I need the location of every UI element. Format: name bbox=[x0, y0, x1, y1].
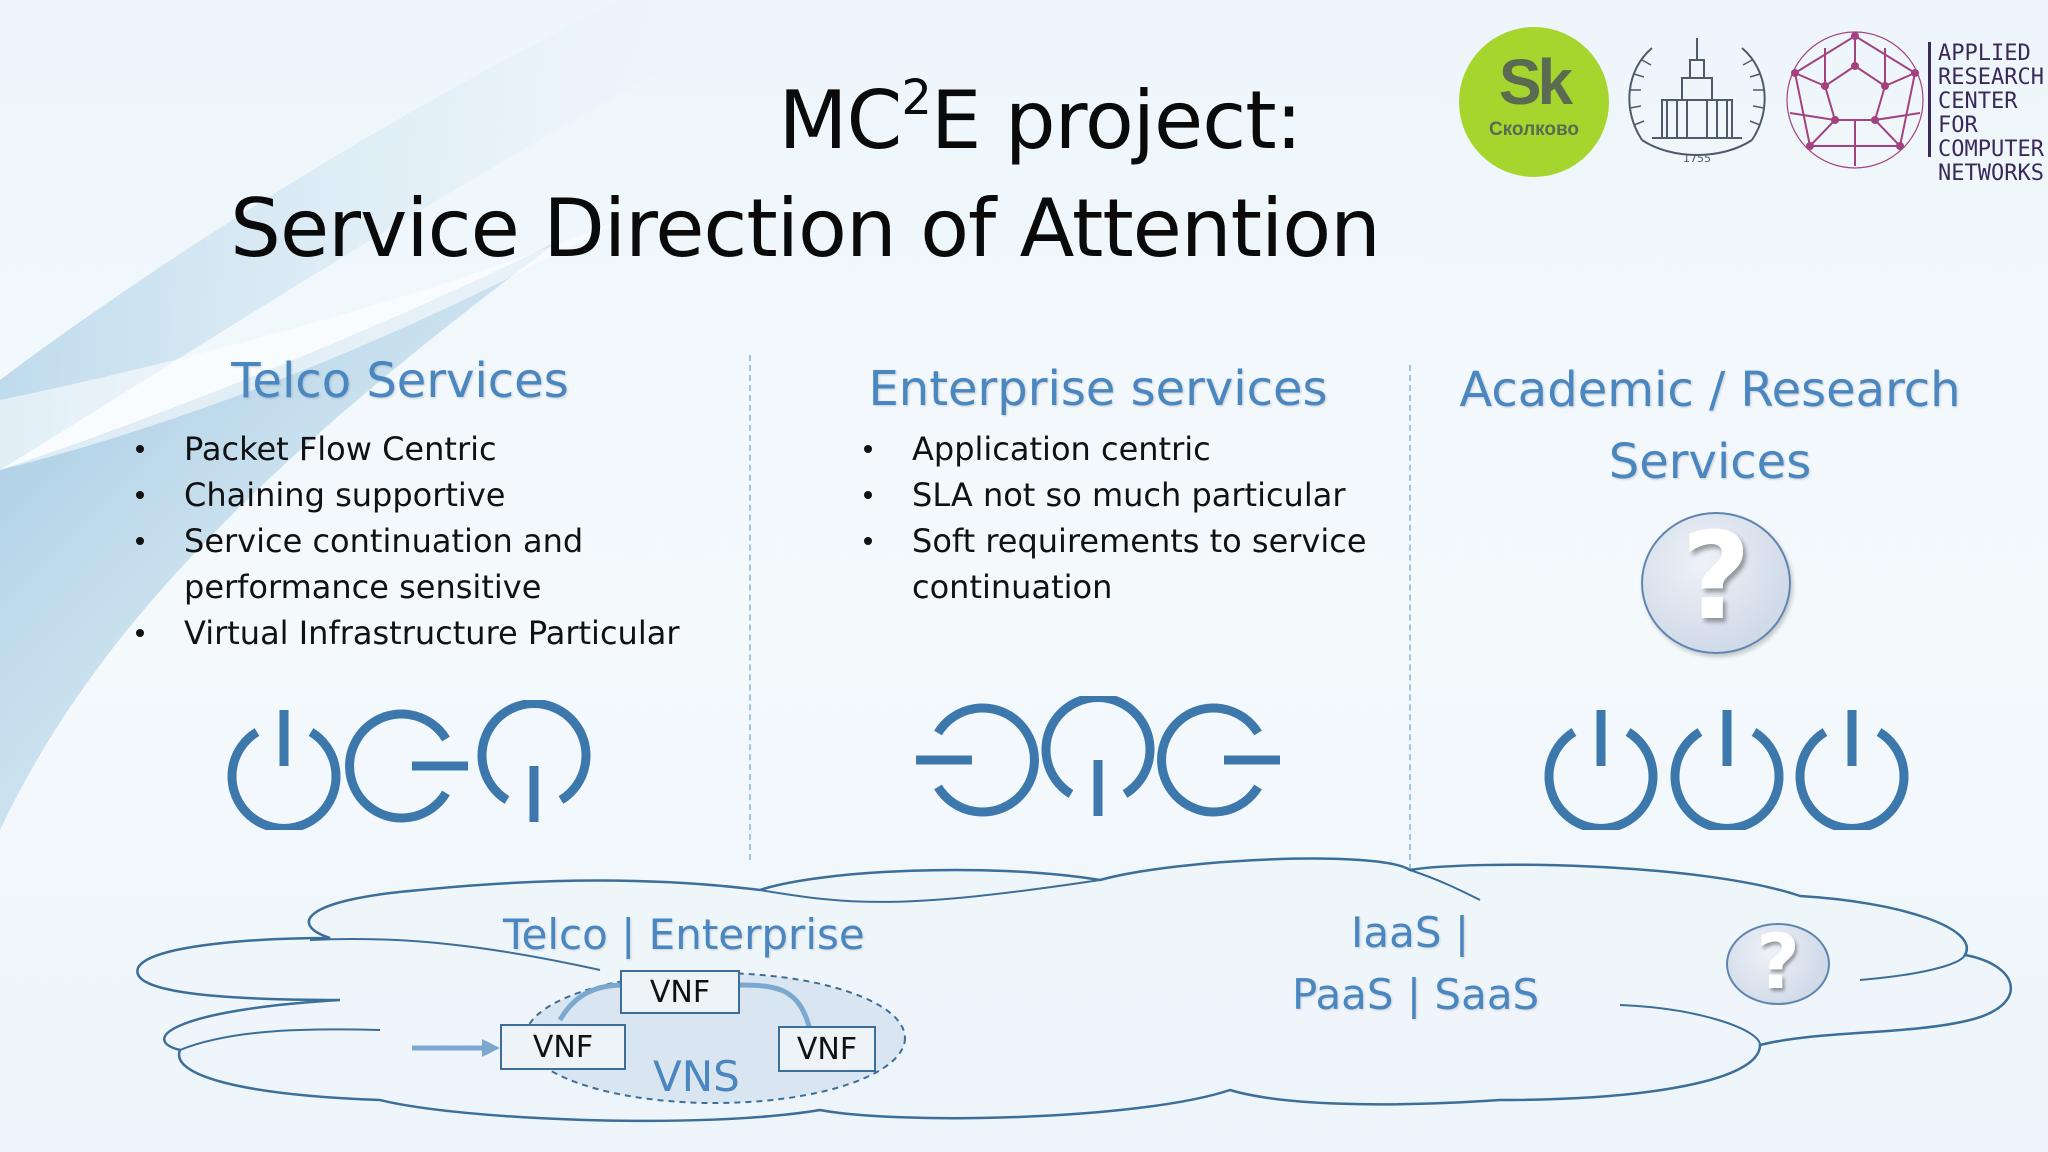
vnf-box-right: VNF bbox=[778, 1026, 876, 1072]
power-icon bbox=[1670, 710, 1784, 830]
academic-heading: Academic / Research Services bbox=[1440, 354, 1980, 498]
telco-icon-row bbox=[227, 700, 591, 830]
arccn-logo-line: COMPUTER bbox=[1938, 137, 2044, 162]
enterprise-bullet: Application centric bbox=[864, 426, 1384, 472]
telco-enterprise-label: Telco | Enterprise bbox=[503, 910, 865, 959]
service-models-label-line-2: PaaS | SaaS bbox=[1292, 970, 1540, 1019]
title-prefix: MC bbox=[778, 74, 902, 167]
title-suffix: E project: bbox=[930, 74, 1303, 167]
cloud-question-badge: ? bbox=[1726, 917, 1830, 1006]
academic-heading-line-1: Academic / Research bbox=[1459, 362, 1961, 418]
service-models-label-line-1: IaaS | bbox=[1351, 908, 1470, 957]
academic-heading-line-2: Services bbox=[1608, 434, 1812, 490]
telco-bullet: Chaining supportive bbox=[136, 472, 736, 518]
enterprise-bullets: Application centric SLA not so much part… bbox=[864, 426, 1384, 610]
msu-emblem: 1755 bbox=[1628, 38, 1766, 165]
page-title-line-1: MC2E project: bbox=[0, 70, 2048, 167]
telco-bullet: Virtual Infrastructure Particular bbox=[136, 610, 736, 656]
power-icon bbox=[1795, 710, 1909, 830]
arccn-logo-line: NETWORKS bbox=[1938, 161, 2044, 186]
question-mark-icon: ? bbox=[1681, 508, 1751, 647]
column-divider-left bbox=[749, 355, 751, 860]
arccn-logo-divider bbox=[1928, 42, 1931, 157]
question-badge: ? bbox=[1641, 508, 1791, 654]
enterprise-icon-row bbox=[916, 696, 1280, 817]
telco-bullets: Packet Flow Centric Chaining supportive … bbox=[136, 426, 736, 656]
telco-bullet: Service continuation and performance sen… bbox=[136, 518, 654, 610]
title-superscript: 2 bbox=[901, 70, 932, 126]
vns-label: VNS bbox=[653, 1052, 740, 1101]
vnf-box-top: VNF bbox=[620, 970, 740, 1014]
skolkovo-logo-mark: Sk bbox=[1498, 46, 1573, 118]
vnf-box-left: VNF bbox=[500, 1024, 626, 1070]
power-icon-rotated-right bbox=[916, 703, 1039, 817]
question-mark-icon: ? bbox=[1755, 917, 1801, 1006]
skolkovo-logo: Sk Сколково bbox=[1459, 27, 1609, 177]
telco-heading: Telco Services bbox=[231, 353, 569, 409]
arccn-logo-line: RESEARCH bbox=[1938, 65, 2044, 90]
power-icon-upside-down bbox=[1041, 696, 1155, 816]
power-icon-rotated-left bbox=[345, 709, 468, 823]
msu-emblem-year: 1755 bbox=[1683, 152, 1711, 165]
telco-bullet: Packet Flow Centric bbox=[136, 426, 736, 472]
skolkovo-logo-name: Сколково bbox=[1488, 119, 1580, 140]
column-divider-right bbox=[1409, 365, 1411, 870]
arccn-logo-line: APPLIED bbox=[1938, 41, 2031, 66]
arccn-logo-line: CENTER FOR bbox=[1938, 89, 2018, 138]
power-icon bbox=[227, 710, 341, 830]
arccn-polyhedron-logo bbox=[1786, 31, 1924, 169]
academic-icon-row bbox=[1544, 710, 1909, 830]
arccn-logo-text: APPLIED RESEARCH CENTER FOR COMPUTER NET… bbox=[1938, 42, 2048, 186]
page-title-line-2: Service Direction of Attention bbox=[230, 182, 1381, 275]
power-icon-upside-down bbox=[477, 700, 591, 822]
enterprise-bullet: Soft requirements to service continuatio… bbox=[864, 518, 1372, 610]
enterprise-heading: Enterprise services bbox=[868, 361, 1328, 417]
enterprise-bullet: SLA not so much particular bbox=[864, 472, 1384, 518]
power-icon bbox=[1544, 710, 1658, 830]
power-icon-rotated-left bbox=[1157, 703, 1280, 817]
